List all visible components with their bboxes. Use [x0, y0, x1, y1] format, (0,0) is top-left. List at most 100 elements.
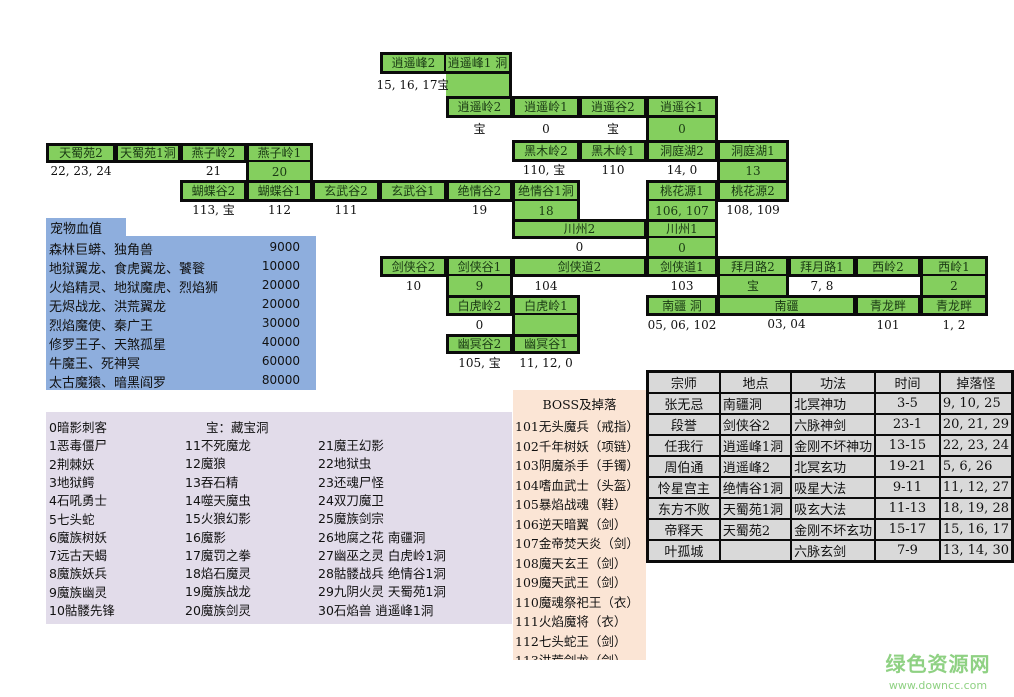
map-cell-qlp2: 青龙畔 [855, 295, 921, 316]
map-cell-yzl1v: 20 [246, 162, 313, 181]
boss-item: 112七头蛇王（剑） [515, 633, 627, 649]
master-cell: 3-5 [874, 392, 941, 415]
boss-title: BOSS及掉落 [542, 397, 617, 412]
master-cell: 天蜀苑1洞 [718, 497, 793, 520]
monster-item: 13吞石精 [185, 474, 239, 490]
master-header-cell: 功法 [790, 370, 877, 394]
master-cell: 帝释天 [646, 518, 721, 541]
map-cell-yzl2: 燕子岭2 [180, 143, 247, 163]
map-cell-xyg2: 逍遥谷2 [579, 96, 647, 118]
monster-item: 0暗影刺客 [49, 420, 107, 435]
map-cell-thy2: 桃花源2 [717, 180, 789, 202]
map-cell-qlp1: 青龙畔 [920, 295, 988, 316]
watermark: 绿色资源网 www.downcc.com [878, 648, 998, 692]
monster-item: 30石焰兽 逍遥峰1洞 [318, 602, 434, 618]
map-note: 宝 [473, 122, 486, 136]
master-header-cell: 时间 [874, 370, 941, 394]
map-cell-bhl1: 白虎岭1 [512, 295, 580, 316]
map-cell-byl2: 拜月路2 [717, 256, 789, 277]
watermark-url: www.downcc.com [888, 679, 988, 692]
master-cell: 11, 12, 27 [938, 476, 1014, 499]
master-cell: 23-1 [874, 413, 941, 436]
map-cell-jxg1: 剑侠谷1 [446, 256, 513, 277]
map-cell-dth1v: 13 [717, 162, 789, 180]
map-note: 0 [575, 240, 584, 254]
master-cell: 13-15 [874, 434, 941, 457]
master-cell: 绝情谷1洞 [718, 476, 793, 499]
map-note: 14, 0 [666, 163, 698, 177]
map-cell-thy1: 桃花源1 [646, 180, 718, 202]
treasure-legend: 宝：藏宝洞 [206, 420, 269, 435]
map-cell-xyf1v [446, 74, 512, 96]
map-note: 10 [405, 279, 422, 293]
monster-item: 1恶毒僵尸 [49, 438, 107, 454]
monster-item: 21魔王幻影 [318, 438, 384, 453]
monster-item: 8魔族妖兵 [49, 566, 107, 582]
map-note: 0 [475, 318, 484, 332]
map-note: 101 [876, 318, 900, 332]
map-cell-jxg1v: 9 [446, 276, 513, 296]
master-cell: 东方不败 [646, 497, 721, 520]
boss-drop-panel: BOSS及掉落 101无头魔兵（戒指）102千年树妖（项链）103阴魔杀手（手镯… [513, 390, 646, 660]
master-cell: 吸星大法 [790, 476, 877, 499]
boss-item: 111火焰魔将（衣） [515, 614, 627, 629]
map-cell-hml1: 黑木岭1 [579, 140, 647, 162]
monster-item: 20魔族剑灵 [185, 602, 251, 618]
monster-item: 16魔影 [185, 529, 226, 545]
map-cell-nj_d: 南疆 洞 [646, 295, 718, 316]
map-cell-dth1: 洞庭湖1 [717, 140, 789, 162]
map-cell-thy1v: 106, 107 [646, 201, 718, 220]
map-cell-hml2: 黑木岭2 [512, 140, 580, 162]
pet-names: 烈焰魔使、秦广王 [49, 319, 154, 334]
monster-item: 14噬天魔虫 [185, 492, 251, 508]
map-note: 105, 宝 [458, 356, 501, 370]
master-cell: 5, 6, 26 [938, 455, 1014, 478]
boss-item: 107金帝焚天炎（剑） [515, 536, 639, 551]
pet-hp-title-spacer [126, 218, 316, 236]
map-note: 104 [534, 279, 558, 293]
master-cell: 天蜀苑2 [718, 518, 793, 541]
map-cell-xl2: 西岭2 [855, 256, 921, 277]
map-cell-tsy1: 天蜀苑1洞 [115, 143, 181, 163]
map-cell-tsy2: 天蜀苑2 [46, 143, 116, 163]
map-cell-jxd2: 剑侠道2 [512, 256, 647, 277]
map-note: 15, 16, 17宝 [378, 78, 448, 92]
monster-item: 29九阴火灵 天蜀苑1洞 [318, 584, 446, 600]
monster-item: 5七头蛇 [49, 511, 95, 527]
map-cell-xl1v: 2 [920, 276, 988, 296]
boss-item: 105暴焰战魂（鞋） [515, 497, 627, 512]
map-note: 宝 [606, 122, 619, 136]
master-cell: 15, 16, 17 [938, 518, 1014, 541]
master-cell: 六脉神剑 [790, 413, 877, 436]
master-cell: 13, 14, 30 [938, 539, 1014, 563]
map-cell-hdg1: 蝴蝶谷1 [246, 180, 313, 202]
boss-item: 102千年树妖（项链） [515, 438, 639, 454]
master-cell: 19-21 [874, 455, 941, 478]
master-cell: 北冥玄功 [790, 455, 877, 478]
master-cell: 张无忌 [646, 392, 721, 415]
monster-item: 27幽巫之灵 白虎岭1洞 [318, 547, 446, 563]
master-cell: 11-13 [874, 497, 941, 520]
pet-names: 地狱翼龙、食虎翼龙、饕餮 [49, 262, 206, 277]
master-cell: 叶孤城 [646, 539, 721, 563]
master-cell: 南疆洞 [718, 392, 793, 415]
map-note: 103 [670, 279, 694, 293]
master-cell: 逍遥峰2 [718, 455, 793, 478]
master-header-cell: 掉落怪 [938, 370, 1014, 394]
boss-item: 106逆天暗翼（剑） [515, 516, 627, 532]
pet-hp-value: 40000 [261, 335, 300, 349]
map-note: 19 [471, 203, 488, 217]
master-cell: 9, 10, 25 [938, 392, 1014, 415]
map-note: 0 [542, 122, 550, 136]
map-note: 21 [205, 164, 222, 178]
map-cell-xl1: 西岭1 [920, 256, 988, 277]
monster-item: 19魔族战龙 [185, 584, 251, 600]
master-cell: 22, 23, 24 [938, 434, 1014, 457]
pet-hp-value: 30000 [261, 316, 300, 330]
